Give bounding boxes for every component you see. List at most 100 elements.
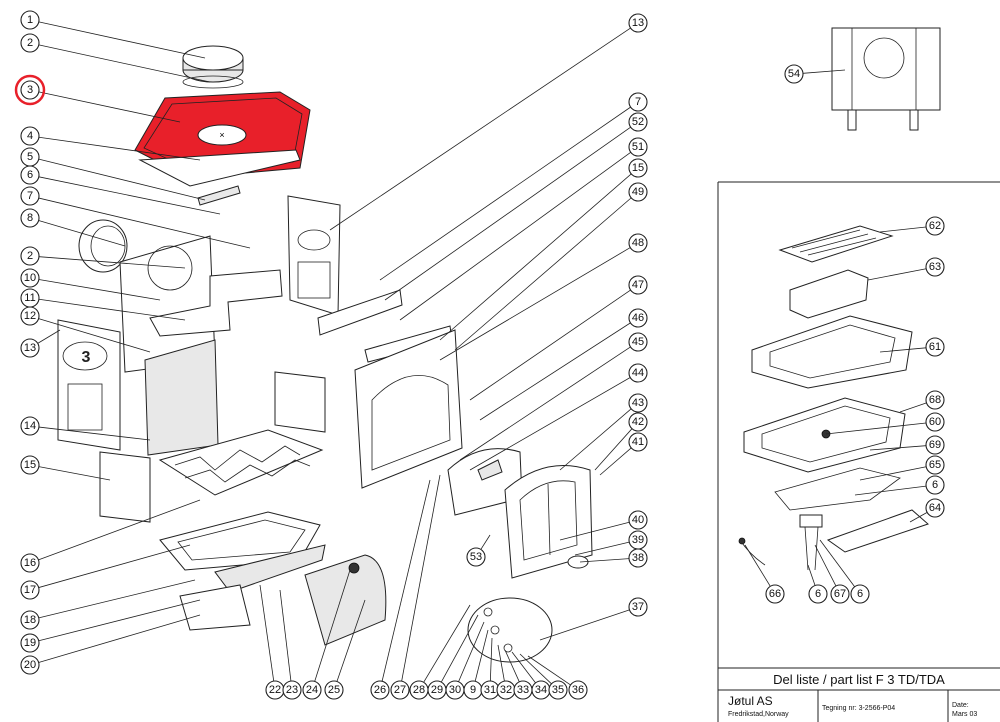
- callout-label: 28: [413, 684, 425, 696]
- leader-line-61: [879, 347, 927, 353]
- callout-label: 13: [24, 342, 36, 354]
- callout-circle: [628, 597, 648, 617]
- callout-13: 13: [628, 13, 648, 33]
- callout-circle: [302, 680, 322, 700]
- leader-line-14: [38, 426, 151, 441]
- leader-line-20: [38, 614, 201, 663]
- callout-label: 6: [815, 588, 821, 600]
- leader-line-2: [38, 44, 211, 83]
- part-top-cap: [182, 45, 244, 89]
- callout-circle: [466, 547, 486, 567]
- callout-17: 17: [20, 580, 40, 600]
- leader-line-32: [497, 644, 505, 682]
- title-block-date-label: Date:: [952, 702, 969, 709]
- callout-label: 7: [635, 96, 641, 108]
- callout-circle: [20, 553, 40, 573]
- callout-38: 38: [628, 548, 648, 568]
- callout-label: 47: [632, 279, 644, 291]
- callout-6: 6: [20, 165, 40, 185]
- leader-line-2: [38, 256, 186, 269]
- callout-label: 17: [24, 584, 36, 596]
- callout-29: 29: [427, 680, 447, 700]
- callout-label: 45: [632, 336, 644, 348]
- callout-circle: [568, 680, 588, 700]
- callout-42: 42: [628, 412, 648, 432]
- leader-line-46: [479, 322, 631, 421]
- callout-32: 32: [496, 680, 516, 700]
- leader-line-4: [38, 136, 201, 161]
- callout-25: 25: [324, 680, 344, 700]
- part-side-panel-logo: 3: [57, 319, 121, 451]
- leader-line-45: [459, 346, 631, 461]
- callout-label: 69: [929, 439, 941, 451]
- callout-circle: [925, 475, 945, 495]
- leader-line-36: [527, 655, 571, 686]
- callout-label: 26: [374, 684, 386, 696]
- leader-line-68: [899, 402, 927, 413]
- callout-6: 6: [850, 584, 870, 604]
- callout-label: 32: [500, 684, 512, 696]
- leader-line-23: [279, 589, 292, 682]
- callout-circle: [628, 13, 648, 33]
- callout-label: 36: [572, 684, 584, 696]
- callout-36: 36: [568, 680, 588, 700]
- callout-circle: [20, 633, 40, 653]
- callout-circle: [20, 33, 40, 53]
- callout-label: 15: [632, 162, 644, 174]
- leader-line-35: [519, 653, 552, 685]
- callout-5: 5: [20, 147, 40, 167]
- callout-circle: [925, 498, 945, 518]
- leader-line-17: [38, 544, 191, 588]
- callout-circle: [628, 92, 648, 112]
- callout-46: 46: [628, 308, 648, 328]
- callout-16: 16: [20, 553, 40, 573]
- callout-label: 63: [929, 261, 941, 273]
- callout-circle: [628, 308, 648, 328]
- callout-label: 54: [788, 68, 800, 80]
- callout-label: 67: [834, 588, 846, 600]
- callout-label: 5: [27, 151, 33, 163]
- callout-label: 6: [27, 169, 33, 181]
- callout-69: 69: [925, 435, 945, 455]
- callout-52: 52: [628, 112, 648, 132]
- title-block-location: Fredrikstad,Norway: [728, 711, 789, 718]
- part-drawings: × 3: [57, 27, 941, 663]
- title-block-date-value: Mars 03: [952, 711, 977, 718]
- callout-63: 63: [925, 257, 945, 277]
- callout-circle: [925, 412, 945, 432]
- leader-line-9: [474, 629, 489, 682]
- callout-label: 7: [27, 190, 33, 202]
- callout-circle: [628, 432, 648, 452]
- callout-37: 37: [628, 597, 648, 617]
- callout-65: 65: [925, 455, 945, 475]
- title-block-title: Del liste / part list F 3 TD/TDA: [773, 672, 945, 687]
- callout-circle: [808, 584, 828, 604]
- callout-label: 1: [27, 14, 33, 26]
- callout-6: 6: [925, 475, 945, 495]
- callout-label: 43: [632, 397, 644, 409]
- callout-circle: [628, 412, 648, 432]
- callout-circle: [20, 208, 40, 228]
- callout-circle: [925, 455, 945, 475]
- callout-circle: [925, 390, 945, 410]
- callout-51: 51: [628, 137, 648, 157]
- callout-circle: [925, 257, 945, 277]
- callout-label: 25: [328, 684, 340, 696]
- callout-label: 9: [470, 684, 476, 696]
- highlight-circle: [14, 74, 46, 106]
- callout-35: 35: [548, 680, 568, 700]
- callout-circle: [925, 337, 945, 357]
- callout-66: 66: [765, 584, 785, 604]
- callout-43: 43: [628, 393, 648, 413]
- callout-circle: [20, 610, 40, 630]
- callout-49: 49: [628, 182, 648, 202]
- leader-line-19: [38, 599, 201, 642]
- callout-circle: [925, 216, 945, 236]
- leader-line-52: [384, 126, 631, 301]
- callout-label: 68: [929, 394, 941, 406]
- callout-circle: [548, 680, 568, 700]
- callout-label: 2: [27, 250, 33, 262]
- leader-line-49: [454, 197, 632, 351]
- callout-1: 1: [20, 10, 40, 30]
